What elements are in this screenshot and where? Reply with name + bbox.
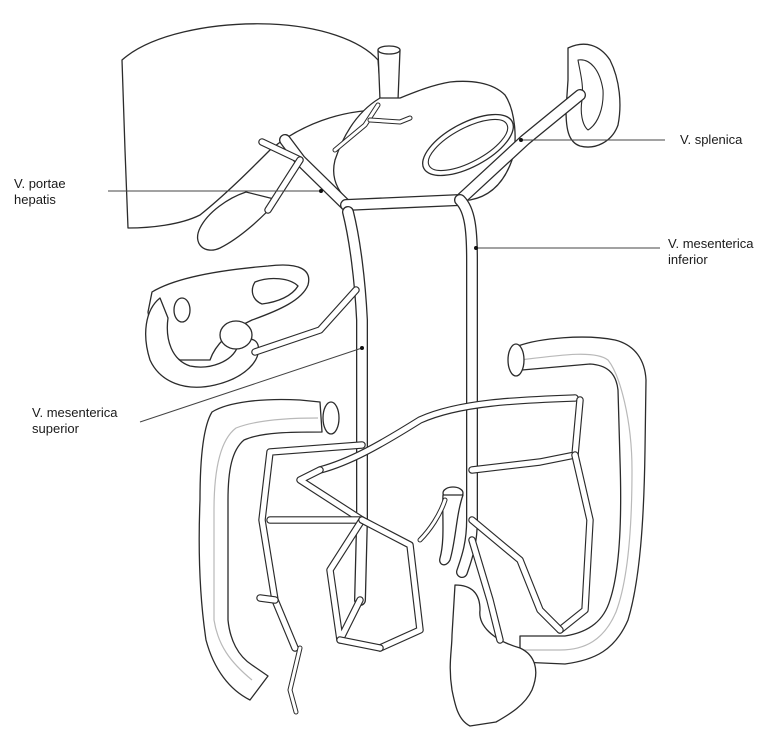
leader-splenica-dot [519, 138, 523, 142]
descending-colon-opening [508, 344, 524, 376]
duodenum-opening-2 [220, 321, 252, 349]
ascending-colon-opening [323, 402, 339, 434]
label-v-portae-hepatis-line1: V. portae [14, 176, 66, 192]
label-v-portae-hepatis-line2: hepatis [14, 192, 66, 208]
esophagus-top [378, 46, 400, 54]
leader-portae-dot [319, 189, 323, 193]
label-v-mesenterica-superior-line2: superior [32, 421, 118, 437]
duodenum-opening [174, 298, 190, 322]
label-v-splenica: V. splenica [680, 132, 742, 148]
leader-mes-inf-dot [474, 246, 478, 250]
label-v-mesenterica-inferior-line2: inferior [668, 252, 754, 268]
label-v-mesenterica-inferior: V. mesenterica inferior [668, 236, 754, 268]
label-v-mesenterica-superior: V. mesenterica superior [32, 405, 118, 437]
label-v-portae-hepatis: V. portae hepatis [14, 176, 66, 208]
label-v-mesenterica-superior-line1: V. mesenterica [32, 405, 118, 421]
label-v-splenica-line1: V. splenica [680, 132, 742, 148]
label-v-mesenterica-inferior-line1: V. mesenterica [668, 236, 754, 252]
leader-mes-sup-dot [360, 346, 364, 350]
esophagus [378, 50, 400, 100]
ascending-colon [199, 400, 322, 701]
